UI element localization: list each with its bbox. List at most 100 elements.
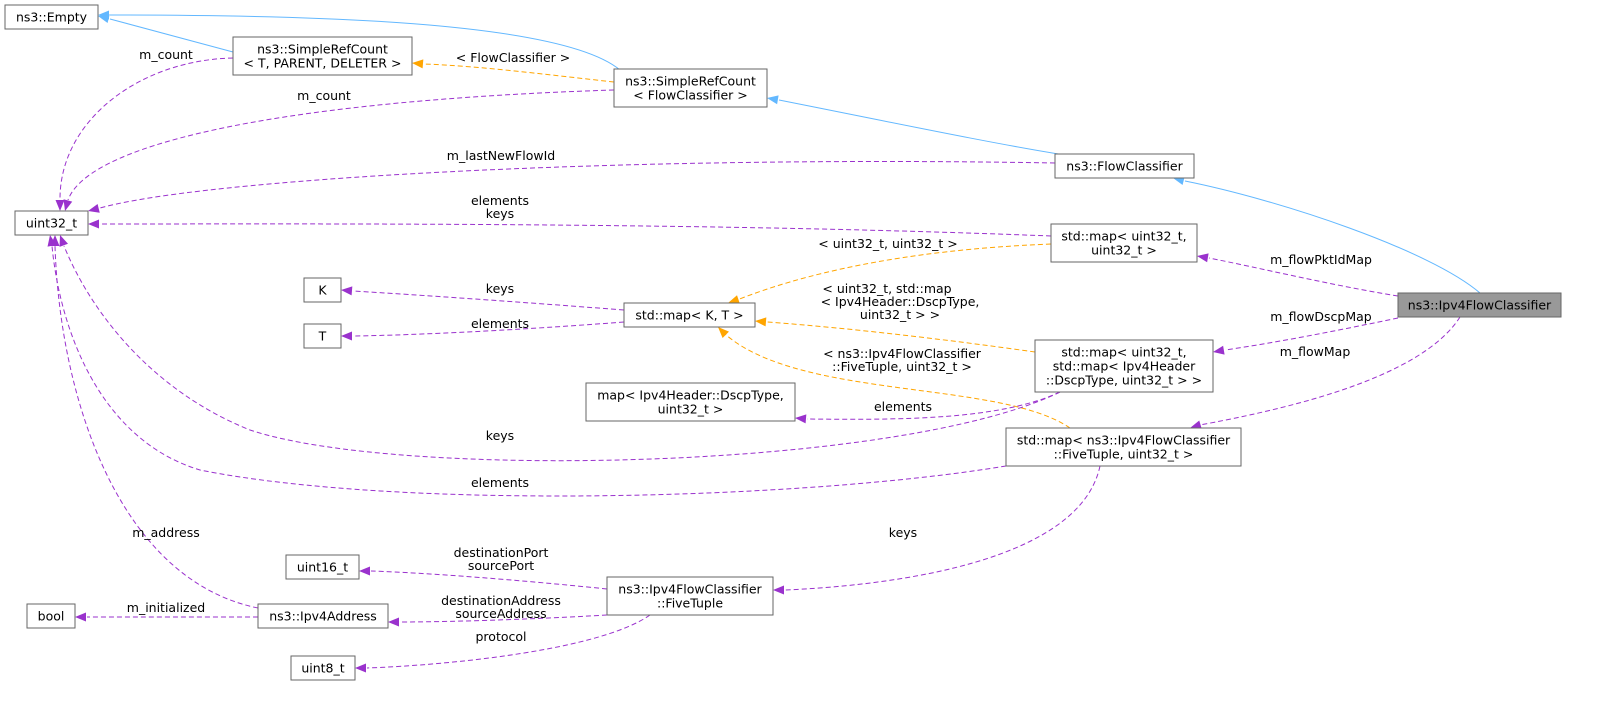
node-simplerefcount-fc[interactable]: ns3::SimpleRefCount< FlowClassifier >	[613, 68, 768, 108]
arrow-head-icon	[341, 286, 353, 296]
node-bool[interactable]: bool	[26, 603, 76, 629]
node-box	[232, 36, 413, 76]
node-label: ns3::SimpleRefCount	[257, 42, 388, 57]
node-map-u32-dscp[interactable]: std::map< uint32_t,std::map< Ipv4Header:…	[1034, 339, 1214, 393]
edge-mapud-mapkt: < uint32_t, std::map< Ipv4Header::DscpTy…	[755, 281, 1036, 353]
arrow-head-icon	[55, 200, 65, 211]
edge-srcf-empty	[98, 10, 621, 71]
arrow-head-icon	[88, 219, 99, 229]
node-label: uint8_t	[301, 661, 344, 676]
edge-line	[99, 223, 1052, 237]
node-box	[285, 554, 360, 580]
arrow-head-icon	[1190, 420, 1202, 430]
node-box	[623, 302, 756, 328]
edge-label: elements	[471, 316, 529, 331]
node-label: ns3::Ipv4FlowClassifier	[1408, 298, 1552, 313]
node-label: < FlowClassifier >	[633, 88, 748, 103]
node-box	[14, 210, 89, 236]
node-label: std::map< uint32_t,	[1061, 345, 1186, 360]
edge-fivetuple-uint8: protocol	[355, 614, 651, 673]
edge-line	[370, 570, 608, 590]
edge-mapkt-T: elements	[341, 316, 625, 341]
edge-label: ::FiveTuple, uint32_t >	[832, 359, 972, 374]
arrow-head-icon	[355, 663, 366, 673]
node-K[interactable]: K	[303, 277, 342, 303]
edge-line	[1208, 257, 1399, 297]
node-box	[1034, 339, 1214, 393]
edge-line	[366, 614, 651, 669]
edge-fc-uint32: m_lastNewFlowId	[88, 148, 1056, 213]
edge-label: keys	[486, 281, 514, 296]
node-flowclassifier[interactable]: ns3::FlowClassifier	[1054, 153, 1195, 179]
edge-line	[63, 245, 1061, 462]
node-ipv4flowclassifier[interactable]: ns3::Ipv4FlowClassifier	[1397, 292, 1562, 318]
edge-line	[1199, 316, 1461, 426]
arrow-head-icon	[1213, 345, 1225, 355]
edge-line	[1184, 180, 1481, 294]
arrow-head-icon	[755, 317, 767, 327]
node-box	[1005, 427, 1242, 467]
edge-label: destinationAddress	[441, 593, 561, 608]
node-uint16[interactable]: uint16_t	[285, 554, 360, 580]
node-map-dscp[interactable]: map< Ipv4Header::DscpType,uint32_t >	[585, 382, 796, 422]
node-ns3-empty[interactable]: ns3::Empty	[4, 4, 99, 30]
node-label: ns3::SimpleRefCount	[625, 74, 756, 89]
edge-label: keys	[889, 525, 917, 540]
edge-label: sourcePort	[468, 558, 534, 573]
edge-ipv4fc-mapuu: m_flowPktIdMap	[1197, 252, 1399, 297]
node-box	[1397, 292, 1562, 318]
node-label: < T, PARENT, DELETER >	[244, 56, 402, 71]
edge-mapft-mapkt: < ns3::Ipv4FlowClassifier::FiveTuple, ui…	[718, 327, 1071, 429]
node-box	[1054, 153, 1195, 179]
node-label: ns3::Ipv4Address	[269, 609, 377, 624]
node-label: ::FiveTuple	[657, 596, 723, 611]
edge-line	[806, 391, 1061, 420]
edge-line	[423, 63, 615, 83]
edge-line	[51, 245, 1007, 497]
edge-mapud-uint32: keys	[59, 235, 1061, 462]
edge-label: < Ipv4Header::DscpType,	[821, 294, 980, 309]
node-ipv4address[interactable]: ns3::Ipv4Address	[257, 603, 389, 629]
edge-label: m_address	[132, 525, 200, 540]
node-map-fivetuple[interactable]: std::map< ns3::Ipv4FlowClassifier::FiveT…	[1005, 427, 1242, 467]
node-label: std::map< K, T >	[635, 308, 743, 323]
arrow-head-icon	[63, 199, 73, 211]
node-fivetuple[interactable]: ns3::Ipv4FlowClassifier::FiveTuple	[606, 576, 774, 616]
node-label: uint32_t	[26, 216, 77, 231]
edge-label: keys	[486, 206, 514, 221]
edge-ipv4fc-mapft: m_flowMap	[1190, 316, 1461, 430]
edge-mapud-mapdscp: elements	[795, 391, 1061, 424]
edge-line	[778, 99, 1066, 156]
edge-label: sourceAddress	[455, 606, 546, 621]
node-label: uint16_t	[297, 560, 348, 575]
edge-mapft-fivetuple: keys	[773, 465, 1101, 595]
arrow-head-icon	[98, 10, 109, 20]
node-T[interactable]: T	[303, 323, 342, 349]
node-label: bool	[38, 609, 65, 624]
node-uint32[interactable]: uint32_t	[14, 210, 89, 236]
node-map-KT[interactable]: std::map< K, T >	[623, 302, 756, 328]
arrow-head-icon	[50, 235, 60, 246]
edge-label: uint32_t > >	[860, 307, 940, 322]
edge-ipv4addr-uint32: m_address	[50, 235, 259, 609]
arrow-head-icon	[412, 59, 424, 69]
node-map-u32-u32[interactable]: std::map< uint32_t,uint32_t >	[1050, 223, 1198, 263]
edge-label: < FlowClassifier >	[456, 50, 571, 65]
edge-label: keys	[486, 428, 514, 443]
edge-line	[766, 321, 1036, 353]
edge-label: protocol	[476, 629, 527, 644]
arrow-head-icon	[88, 203, 100, 213]
edge-line	[109, 18, 234, 53]
node-simplerefcount-generic[interactable]: ns3::SimpleRefCount< T, PARENT, DELETER …	[232, 36, 413, 76]
node-box	[303, 277, 342, 303]
node-uint8[interactable]: uint8_t	[290, 655, 356, 681]
edge-line	[724, 333, 1071, 429]
edge-label: m_flowDscpMap	[1270, 309, 1372, 324]
edge-line	[109, 14, 621, 71]
arrow-head-icon	[767, 95, 779, 105]
arrow-head-icon	[359, 566, 370, 576]
node-box	[26, 603, 76, 629]
arrow-head-icon	[75, 612, 86, 622]
